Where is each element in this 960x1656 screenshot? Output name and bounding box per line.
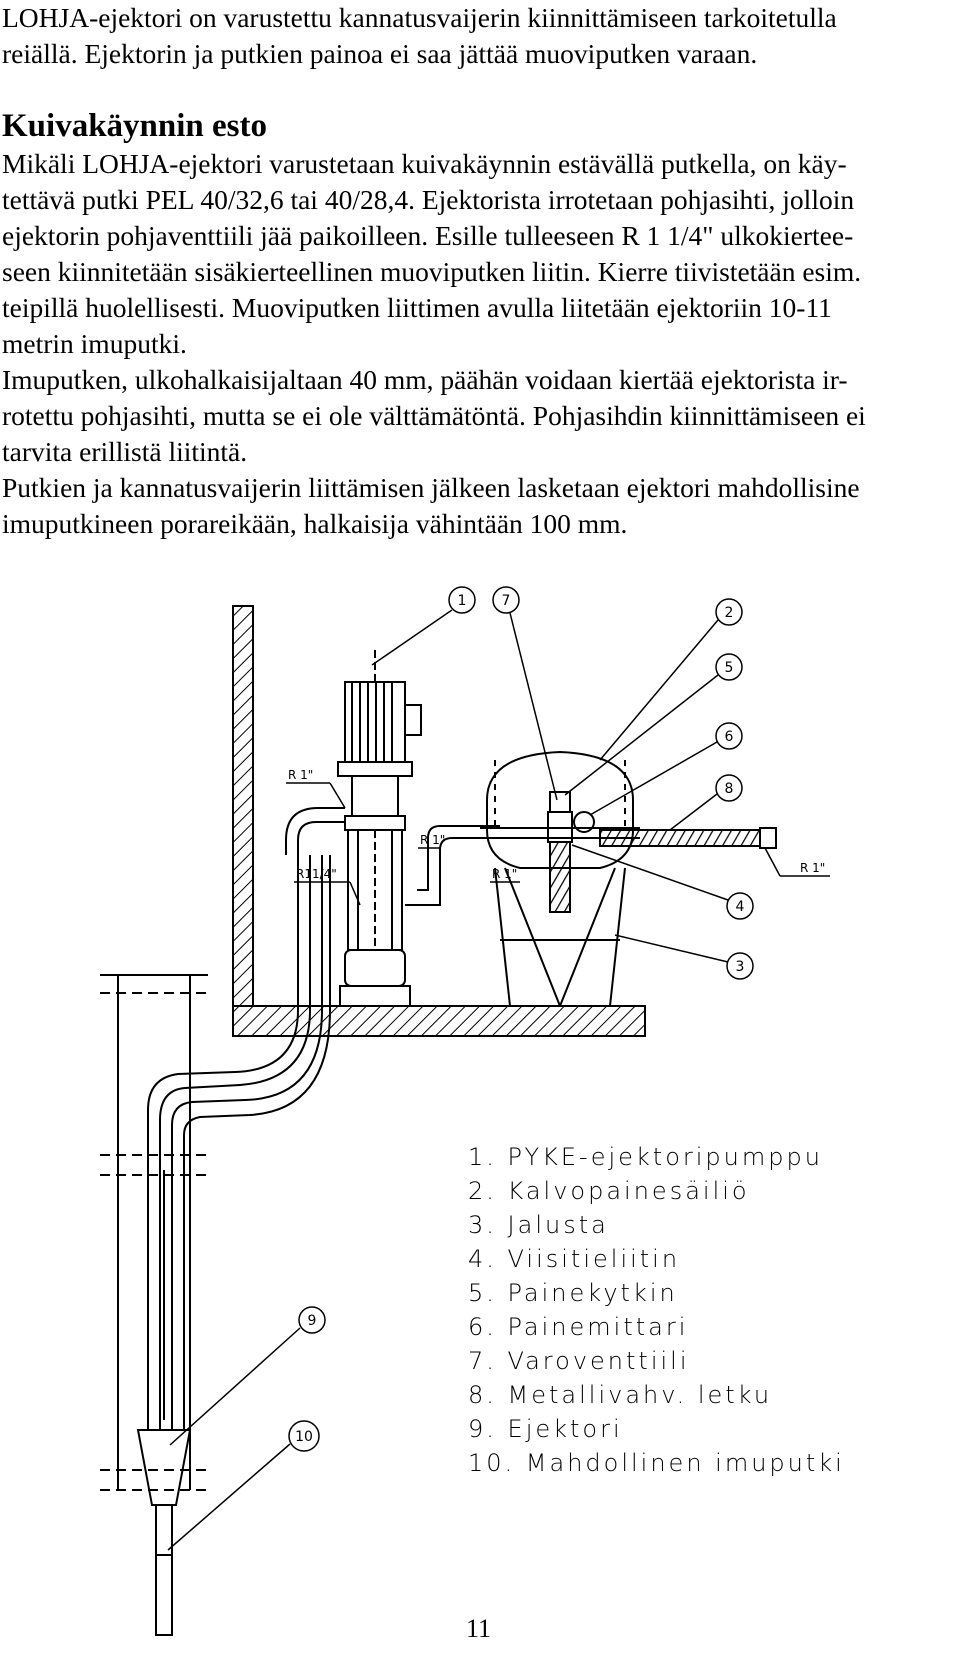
text-line: LOHJA-ejektori on varustettu kannatusvai… [2, 2, 837, 33]
body-paragraph: Mikäli LOHJA-ejektori varustetaan kuivak… [2, 146, 866, 542]
callout-2 [715, 598, 743, 626]
text-line: Imuputken, ulkohalkaisijaltaan 40 mm, pä… [2, 364, 848, 395]
text-line: seen kiinnitetään sisäkierteellinen muov… [2, 256, 862, 287]
intro-paragraph: LOHJA-ejektori on varustettu kannatusvai… [2, 0, 837, 72]
inlet-pipe [297, 821, 345, 855]
legend-item: 8. Metallivahv. letku [468, 1381, 773, 1409]
section-heading: Kuivakäynnin esto [2, 108, 267, 144]
callout-9 [298, 1306, 326, 1334]
pump-motor [337, 650, 422, 777]
text-line: tarvita erillistä liitintä. [2, 436, 248, 467]
callout-3-label: 3 [736, 959, 745, 975]
tank-stand [494, 867, 626, 1007]
well-casing [100, 974, 208, 1491]
callout-10-label: 10 [295, 1429, 313, 1445]
callout-10 [288, 1420, 320, 1452]
thread-label-r1-tank: R 1" [492, 867, 517, 881]
callout-7 [492, 586, 520, 614]
pump-body [339, 775, 411, 1007]
legend-item: 1. PYKE-ejektoripumppu [468, 1143, 823, 1171]
callout-1 [448, 586, 476, 614]
ejector [136, 1429, 192, 1506]
callout-6-label: 6 [725, 729, 734, 745]
suction-pipe [155, 1504, 173, 1636]
five-way-connector [547, 791, 595, 913]
callouts [167, 586, 830, 1551]
callout-4 [726, 892, 754, 920]
text-line: Mikäli LOHJA-ejektori varustetaan kuivak… [2, 148, 847, 179]
discharge-pipe [405, 837, 500, 906]
parts-legend: 1. PYKE-ejektoripumppu 2. Kalvopainesäil… [468, 1140, 845, 1480]
legend-item: 7. Varoventtiili [468, 1347, 690, 1375]
legend-item: 5. Painekytkin [468, 1279, 678, 1307]
text-line: ejektorin pohjaventtiili jää paikoilleen… [2, 220, 854, 251]
callout-2-label: 2 [725, 605, 734, 621]
text-line: imuputkineen porareikään, halkaisija väh… [2, 508, 628, 539]
text-line: tettävä putki PEL 40/32,6 tai 40/28,4. E… [2, 184, 855, 215]
callout-1-label: 1 [458, 593, 467, 609]
text-line: reiällä. Ejektorin ja putkien painoa ei … [2, 38, 758, 69]
thread-label-r1-mid: R 1" [420, 833, 445, 847]
callout-4-label: 4 [736, 899, 745, 915]
legend-item: 9. Ejektori [468, 1415, 623, 1443]
text-line: Putkien ja kannatusvaijerin liittämisen … [2, 472, 860, 503]
text-line: metrin imuputki. [2, 328, 187, 359]
thread-label-r1-left: R 1" [288, 768, 313, 782]
callout-8-label: 8 [725, 781, 734, 797]
legend-item: 4. Viisitieliitin [468, 1245, 681, 1273]
page-number: 11 [466, 1614, 492, 1643]
legend-item: 3. Jalusta [468, 1211, 609, 1239]
callout-8 [715, 774, 743, 802]
well-pipes [136, 855, 331, 1636]
legend-item: 6. Painemittari [468, 1313, 689, 1341]
legend-item: 10. Mahdollinen imuputki [468, 1449, 845, 1477]
text-line: teipillä huolellisesti. Muoviputken liit… [2, 292, 832, 323]
wall [232, 605, 254, 1007]
callout-5 [715, 653, 743, 681]
floor-slab [232, 1005, 646, 1037]
callout-5-label: 5 [725, 660, 734, 676]
callout-9-label: 9 [308, 1313, 317, 1329]
callout-7-label: 7 [502, 593, 511, 609]
thread-label-r114: R11/4" [296, 867, 337, 881]
text-line: rotettu pohjasihti, mutta se ei ole vält… [2, 400, 866, 431]
callout-6 [715, 722, 743, 750]
thread-label-r1-right: R 1" [800, 861, 825, 875]
metal-hose [599, 829, 761, 847]
legend-item: 2. Kalvopainesäiliö [468, 1177, 750, 1205]
callout-3 [726, 952, 754, 980]
